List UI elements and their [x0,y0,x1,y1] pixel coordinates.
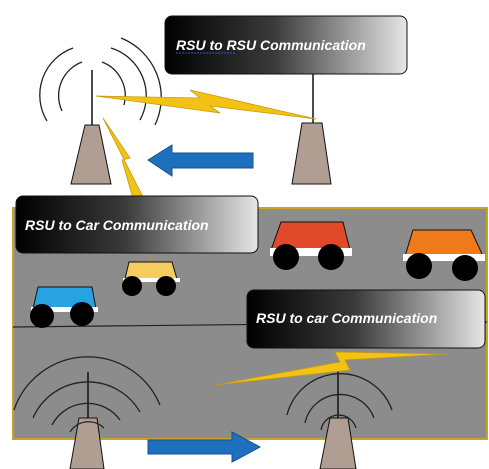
rsu-tower-bottom-left [13,356,161,469]
signal-arcs-icon [39,37,162,126]
rsu-tower-top-right [291,73,332,185]
label-rsu-to-car-bottom: RSU to car Communication [246,289,486,349]
car-icon [30,286,98,328]
label-rsu-to-car-bottom-text: RSU to car Communication [256,310,437,326]
car-icon [403,229,485,281]
label-rsu-to-car-top-text: RSU to Car Communication [25,217,209,233]
label-rsu-to-rsu-text: RSU to RSU Communication [176,37,366,53]
arrow-left-icon [147,144,254,177]
signal-arcs-icon [13,356,161,433]
rsu-tower-top-left [39,37,162,185]
car-icon [270,221,352,270]
signal-arcs-icon [286,373,393,431]
lightning-icon [95,89,317,120]
car-icon [122,261,180,296]
rsu-tower-bottom-right [286,370,393,469]
arrow-right-icon [147,431,262,463]
lightning-icon [214,351,447,386]
label-rsu-to-rsu: RSU to RSU Communication [164,15,408,75]
label-rsu-to-car-top: RSU to Car Communication [15,195,259,254]
